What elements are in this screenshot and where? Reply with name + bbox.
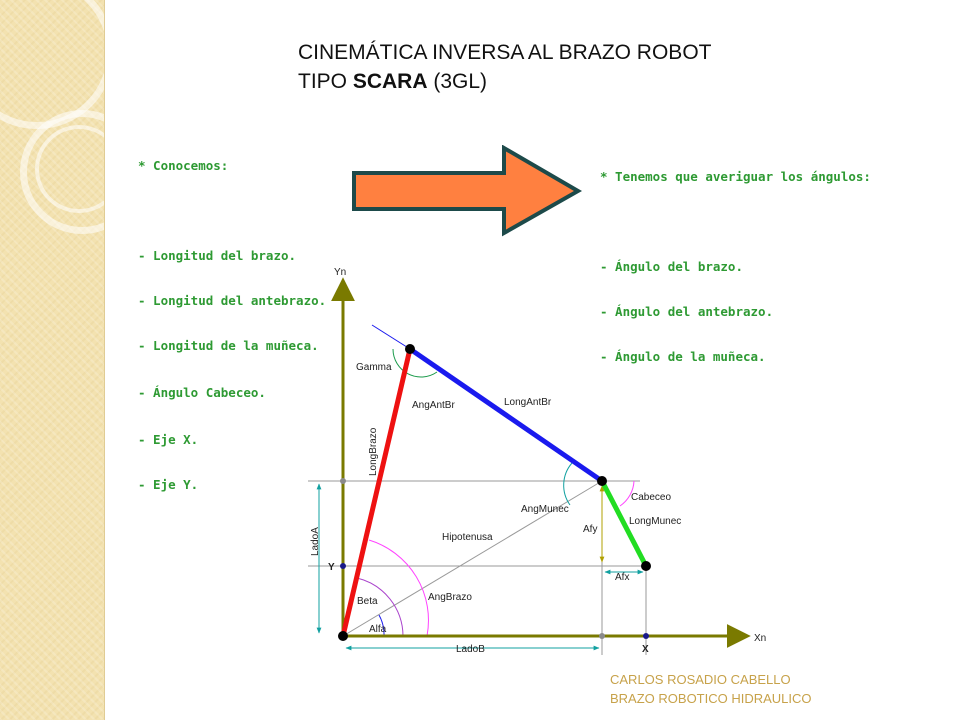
ang-munec-label: AngMunec [521,504,569,515]
decorative-circle [35,125,104,213]
title-prefix: TIPO [298,70,353,93]
long-brazo-label: LongBrazo [368,427,379,476]
slide-title: CINEMÁTICA INVERSA AL BRAZO ROBOT TIPO S… [298,38,711,96]
known-item: - Eje Y. [138,477,199,492]
footer-author: CARLOS ROSADIO CABELLO [610,672,791,687]
forearm-segment [408,346,604,484]
known-item: - Eje X. [138,432,199,447]
unknown-item: - Ángulo de la muñeca. [600,349,766,364]
title-bold: SCARA [352,70,428,93]
known-heading: * Conocemos: [138,158,229,173]
y-label: Y [328,562,335,573]
wrist-segment [599,479,649,568]
gamma-arc [392,348,438,378]
cabeceo-arc [619,480,635,507]
base-joint [338,631,348,641]
unknown-list: * Tenemos que averiguar los ángulos: - Á… [600,139,871,379]
ang-munec-arc [563,462,573,506]
wrist-joint [597,476,607,486]
elbow-joint [405,344,415,354]
y-marker [340,563,346,569]
unknown-heading: * Tenemos que averiguar los ángulos: [600,169,871,184]
ang-brazo-label: AngBrazo [428,592,472,603]
beta-arc [356,577,404,637]
arm-segment [340,348,413,637]
title-suffix: (3GL) [427,70,488,93]
long-munec-label: LongMunec [629,516,681,527]
known-item: - Longitud del antebrazo. [138,293,327,308]
decorative-sidebar [0,0,105,720]
afy-label: Afy [583,524,597,535]
hipotenusa-label: Hipotenusa [442,532,493,543]
known-item: - Longitud del brazo. [138,248,297,263]
yn-label: Yn [334,267,346,278]
alfa-label: Alfa [369,624,387,635]
unknown-item: - Ángulo del antebrazo. [600,304,774,319]
x-label: X [642,644,649,655]
arrow-shape [352,145,583,237]
title-line-1: CINEMÁTICA INVERSA AL BRAZO ROBOT [298,41,712,64]
hypotenuse-line [342,480,603,637]
decorative-circle [20,110,104,234]
known-list: * Conocemos: - Longitud del brazo. - Lon… [138,128,326,507]
afx-label: Afx [615,572,629,583]
ang-ant-br-label: AngAntBr [412,400,455,411]
unknown-item: - Ángulo del brazo. [600,259,743,274]
beta-label: Beta [357,596,378,607]
end-effector-joint [641,561,651,571]
lado-b-label: LadoB [456,644,485,655]
footer-credits: CARLOS ROSADIO CABELLO BRAZO ROBOTICO HI… [610,670,812,708]
x-marker [643,633,649,639]
big-arrow [352,145,583,237]
gamma-label: Gamma [356,362,392,373]
title-line-2: TIPO SCARA (3GL) [298,67,711,96]
lado-b-marker [599,633,605,639]
known-item: - Ángulo Cabeceo. [138,385,266,400]
lado-a-label: LadoA [310,527,321,556]
ang-brazo-arc [368,539,429,637]
footer-project: BRAZO ROBOTICO HIDRAULICO [610,691,812,706]
xn-label: Xn [754,633,766,644]
lado-a-marker [340,478,346,484]
cabeceo-label: Cabeceo [631,492,671,503]
long-ant-br-label: LongAntBr [504,397,552,408]
known-item: - Longitud de la muñeca. [138,338,319,353]
forearm-extension [371,324,411,350]
